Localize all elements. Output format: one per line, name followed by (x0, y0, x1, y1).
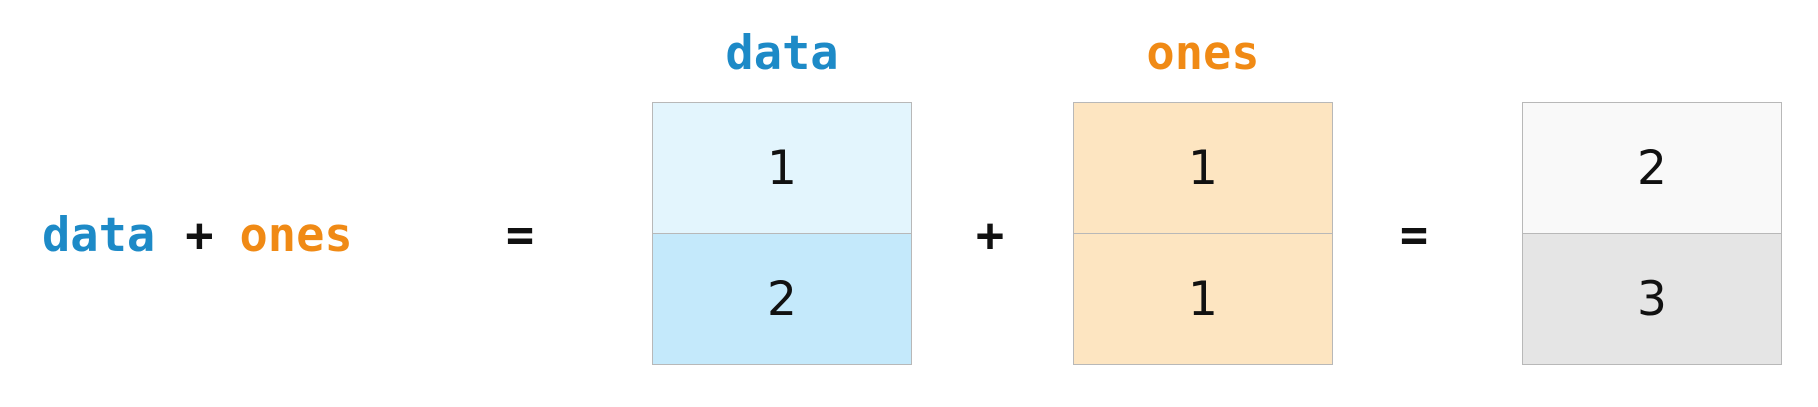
result-matrix: 2 3 (1522, 102, 1782, 365)
equals-sign-1: = (505, 208, 535, 263)
ones-matrix-cell: 1 (1074, 103, 1332, 233)
expression-ones-operand: ones (239, 208, 353, 263)
data-matrix-label: data (725, 26, 839, 81)
result-matrix-cell: 3 (1523, 233, 1781, 364)
expression-data-operand: data (42, 208, 156, 263)
ones-matrix-cell: 1 (1074, 233, 1332, 364)
equals-sign-2: = (1399, 208, 1429, 263)
expression: data + ones (42, 208, 353, 264)
result-matrix-cell: 2 (1523, 103, 1781, 233)
expression-plus-operator: + (185, 208, 214, 263)
data-matrix: 1 2 (652, 102, 912, 365)
data-matrix-cell: 2 (653, 233, 911, 364)
plus-sign: + (975, 208, 1005, 263)
ones-matrix: 1 1 (1073, 102, 1333, 365)
data-matrix-cell: 1 (653, 103, 911, 233)
ones-matrix-label: ones (1146, 26, 1260, 81)
